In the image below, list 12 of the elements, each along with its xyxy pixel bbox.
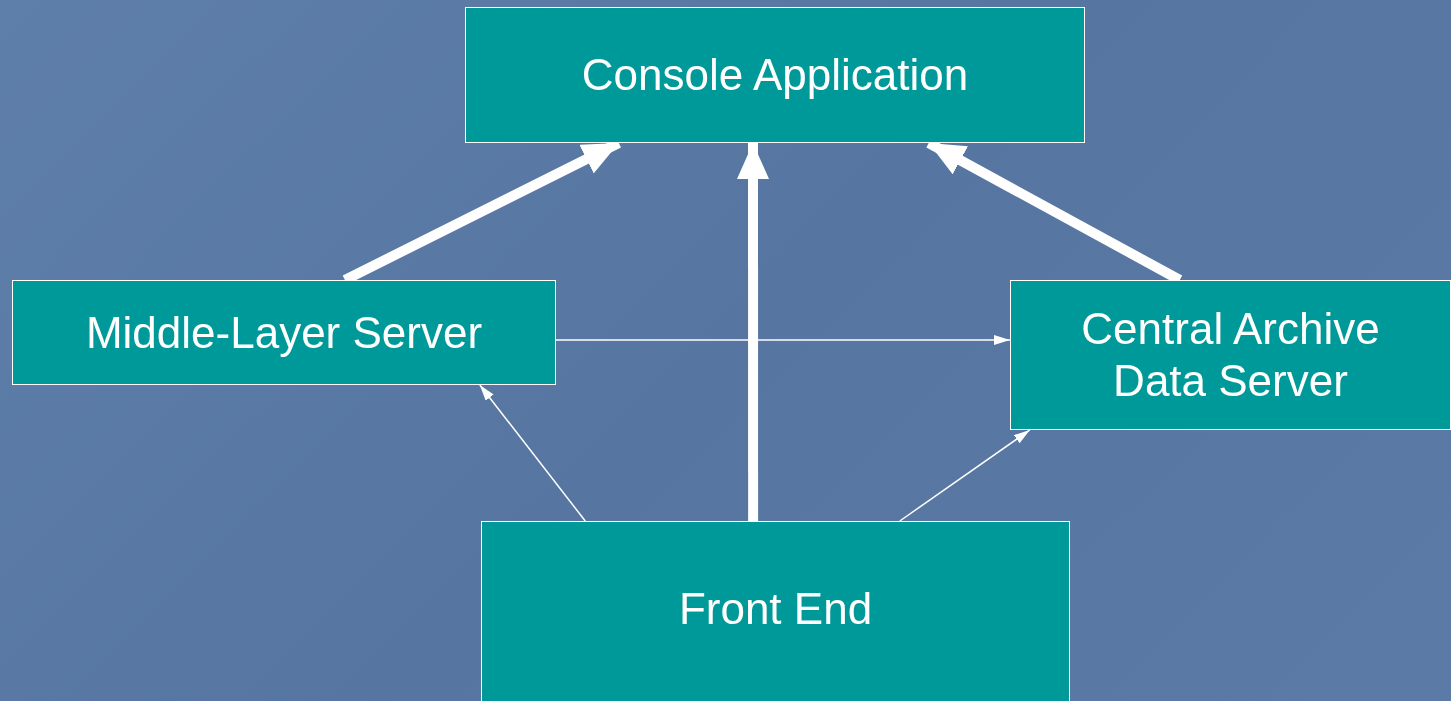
arrow — [899, 429, 1031, 522]
arrow — [737, 143, 769, 521]
process-box — [1010, 280, 1451, 430]
arrow — [555, 335, 1011, 345]
arrow — [479, 384, 586, 522]
box-label: Central Archive Data Server — [1080, 303, 1381, 407]
process-box — [465, 7, 1085, 143]
box-label: Console Application — [581, 49, 969, 101]
box-label: Front End — [678, 583, 873, 635]
box-label: Middle-Layer Server — [85, 306, 483, 359]
process-box — [481, 521, 1070, 701]
process-box — [12, 280, 556, 385]
